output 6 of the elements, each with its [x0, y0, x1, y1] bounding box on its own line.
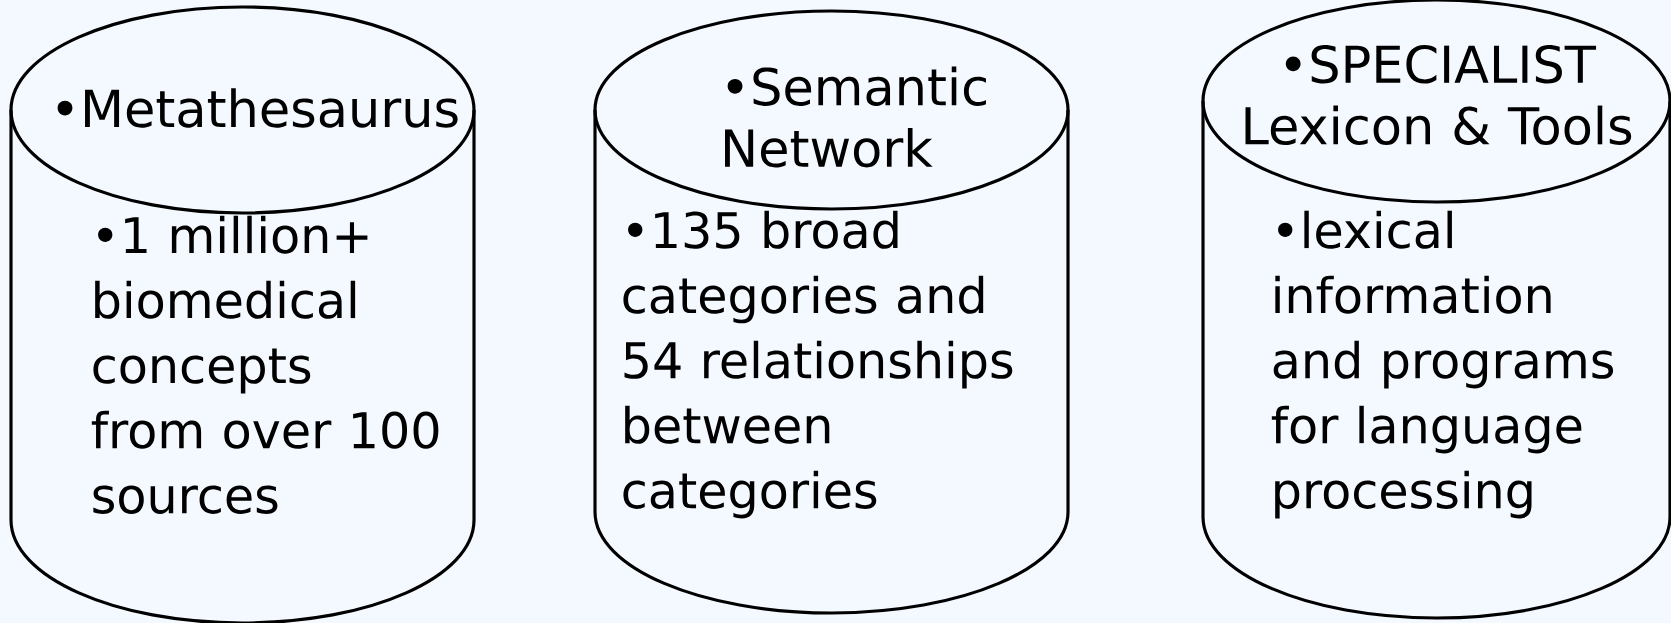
- node-label: •135 broad categories and 54 relationships between categories: [623, 210, 1013, 519]
- cylinder: •Semantic Network •135 broad categories and 54 relationships between categories: [593, 9, 1070, 615]
- cylinder: •Metathesaurus •1 million+ biomedical concepts from over 100 sources: [9, 5, 476, 623]
- node-label: •1 million+ biomedical concepts from over 100 sources: [91, 215, 439, 514]
- cylinder: •SPECIALIST Lexicon & Tools •lexical information and programs for language processing: [1201, 0, 1671, 620]
- node-label: •lexical information and programs for language processing: [1271, 210, 1614, 519]
